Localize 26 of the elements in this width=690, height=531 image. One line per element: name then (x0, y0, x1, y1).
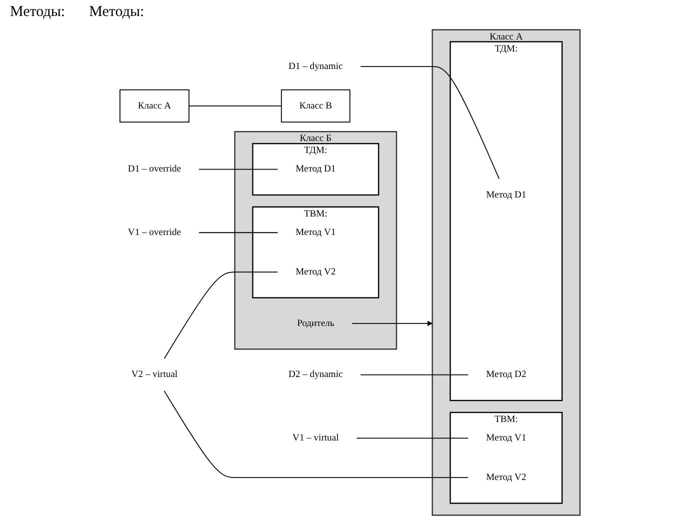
node-text: V2 – virtual (131, 369, 178, 380)
connector (198, 168, 278, 170)
connector (360, 374, 469, 376)
label-text: Методы: (89, 4, 144, 21)
connector (356, 438, 469, 439)
node-text: D1 – override (128, 164, 182, 174)
node-box: Класс А (120, 89, 190, 123)
node-text: D1 – dynamic (288, 61, 343, 72)
connector (164, 390, 469, 478)
connector (164, 272, 278, 360)
node-text: Метод V2 (486, 472, 526, 482)
label-text: Методы: (10, 4, 66, 21)
connector (360, 66, 500, 180)
node-text: V1 – virtual (292, 432, 339, 443)
node-text: Метод V2 (296, 266, 336, 277)
node-text: Родитель (297, 318, 334, 328)
node-text: D2 – dynamic (288, 369, 343, 380)
node-text: Метод V1 (296, 227, 336, 238)
node-text: Метод D1 (296, 164, 336, 174)
arrow (352, 320, 433, 326)
node-text: Метод D2 (486, 369, 526, 380)
connector (198, 232, 278, 234)
node-text: Метод V1 (486, 432, 526, 443)
node-text: Метод D1 (486, 190, 526, 200)
node-box: Класс В (280, 89, 350, 123)
node-text: V1 – override (128, 227, 182, 238)
